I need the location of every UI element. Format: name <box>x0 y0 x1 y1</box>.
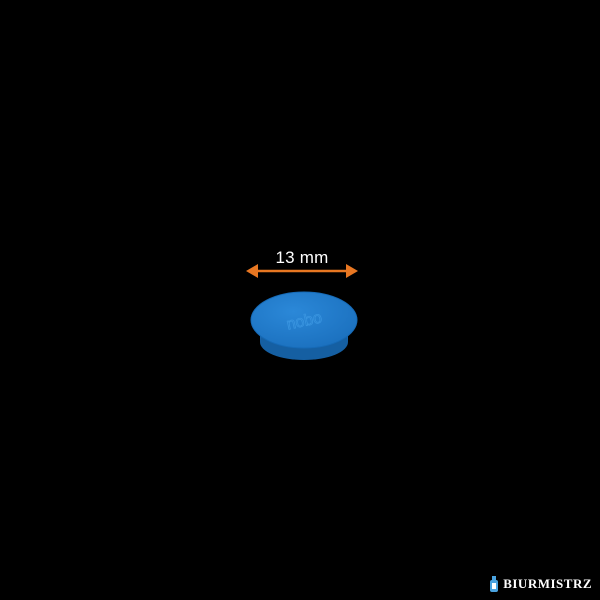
bottle-logo-icon <box>490 576 499 592</box>
brand-watermark: BIURMISTRZ <box>489 576 592 592</box>
dimension-label: 13 mm <box>275 248 329 267</box>
brand-name: BIURMISTRZ <box>503 576 592 591</box>
round-magnet: nobo <box>250 291 358 360</box>
double-arrow-icon <box>246 264 358 278</box>
